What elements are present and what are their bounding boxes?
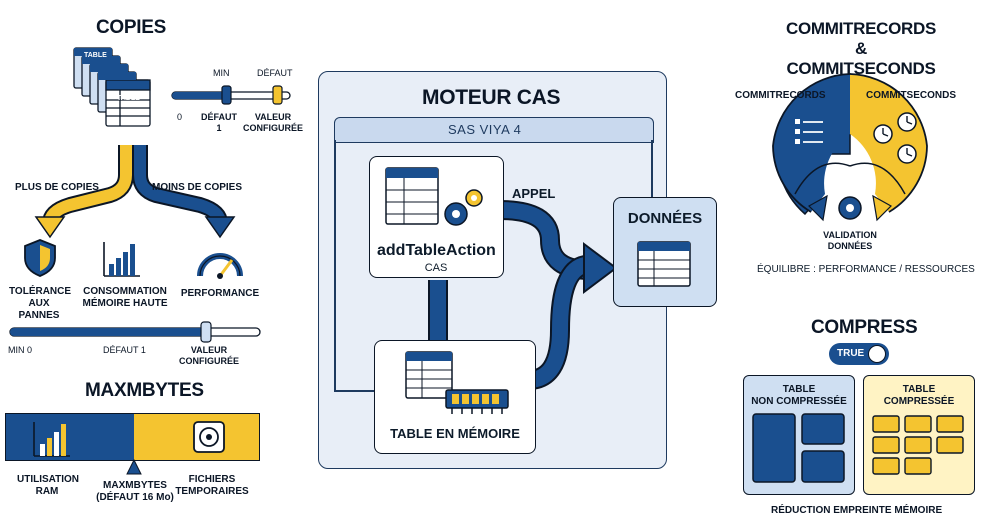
stacked-tables-icon: [73, 47, 151, 127]
compress-toggle[interactable]: TRUE: [829, 343, 889, 365]
add-table-action-name: addTableAction: [377, 242, 496, 259]
data-label: DONNÉES: [627, 210, 703, 227]
compressed-table-box: [863, 375, 975, 495]
maxmbytes-default-label: MAXMBYTES (DÉFAUT 16 Mo): [96, 480, 174, 503]
outcome-memory: CONSOMMATION MÉMOIRE HAUTE: [82, 286, 168, 309]
compress-footer: RÉDUCTION EMPREINTE MÉMOIRE: [771, 505, 943, 516]
table-label-1: TABLE: [84, 52, 107, 59]
bottom-slider-min: MIN 0: [8, 345, 33, 355]
outcome-performance: PERFORMANCE: [180, 288, 260, 299]
maxmbytes-marker: [126, 458, 142, 475]
copies-split-arrows: [34, 145, 236, 239]
slider-zero-label: 0: [177, 112, 183, 122]
copies-top-slider[interactable]: [170, 85, 300, 106]
add-table-action-sub: CAS: [424, 262, 448, 274]
viya-right-border: [651, 140, 653, 200]
fewer-copies-label: MOINS DE COPIES: [152, 182, 243, 193]
shield-icon: [24, 239, 56, 277]
bottom-slider-configured: VALEUR CONFIGURÉE: [178, 345, 239, 366]
bar-chart-icon: [103, 242, 140, 277]
commitseconds-label: COMMITSECONDS: [866, 90, 956, 101]
in-memory-table-label: TABLE EN MÉMOIRE: [390, 426, 520, 441]
copies-title: COPIES: [96, 17, 166, 38]
maxmbytes-title: MAXMBYTES: [85, 380, 204, 401]
slider-default-one: DÉFAUT 1: [201, 112, 237, 133]
hard-disk-icon: [193, 421, 225, 453]
table-label-5: TABLE: [117, 95, 140, 102]
commit-title: COMMITRECORDS & COMMITSECONDS: [785, 19, 937, 78]
ram-segment: [5, 413, 135, 461]
ram-bars-icon: [33, 422, 70, 457]
ram-usage-label: UTILISATION RAM: [17, 474, 80, 497]
copies-bottom-slider[interactable]: [8, 321, 264, 344]
balance-label: ÉQUILIBRE : PERFORMANCE / RESSOURCES: [757, 264, 975, 275]
validation-label: VALIDATION DONNÉES: [823, 230, 877, 251]
viya-band: [334, 117, 654, 143]
bottom-slider-default: DÉFAUT 1: [103, 345, 146, 355]
compressed-label: TABLE COMPRESSÉE: [883, 384, 955, 407]
cas-engine-title: MOTEUR CAS: [422, 86, 561, 109]
compressed-blocks: [872, 415, 964, 475]
uncompressed-label: TABLE NON COMPRESSÉE: [751, 384, 847, 407]
slider-min-label: MIN: [213, 68, 230, 78]
commitrecords-label: COMMITRECORDS: [735, 90, 826, 101]
temp-files-label: FICHIERS TEMPORAIRES: [175, 474, 249, 497]
cas-flow-arrows: [428, 200, 618, 390]
table-gear-icon: [385, 167, 483, 226]
toggle-knob: [868, 345, 886, 363]
more-copies-label: PLUS DE COPIES: [15, 182, 99, 193]
data-table-icon: [637, 241, 691, 287]
gauge-icon: [197, 253, 243, 279]
viya-label: SAS VIYA 4: [448, 122, 522, 137]
compress-toggle-value: TRUE: [837, 348, 865, 359]
commit-cycle-diagram: [772, 73, 928, 222]
uncompressed-blocks: [752, 413, 845, 483]
viya-bottom-border: [334, 390, 374, 392]
outcome-fault-tolerance: TOLÉRANCE AUX PANNES: [9, 286, 72, 321]
table-memory-chip-icon: [405, 351, 509, 414]
call-label: APPEL: [512, 186, 556, 201]
slider-configured: VALEUR CONFIGURÉE: [242, 112, 303, 133]
viya-left-border: [334, 140, 336, 390]
slider-default-label: DÉFAUT: [257, 68, 293, 78]
compress-title: COMPRESS: [811, 317, 918, 338]
